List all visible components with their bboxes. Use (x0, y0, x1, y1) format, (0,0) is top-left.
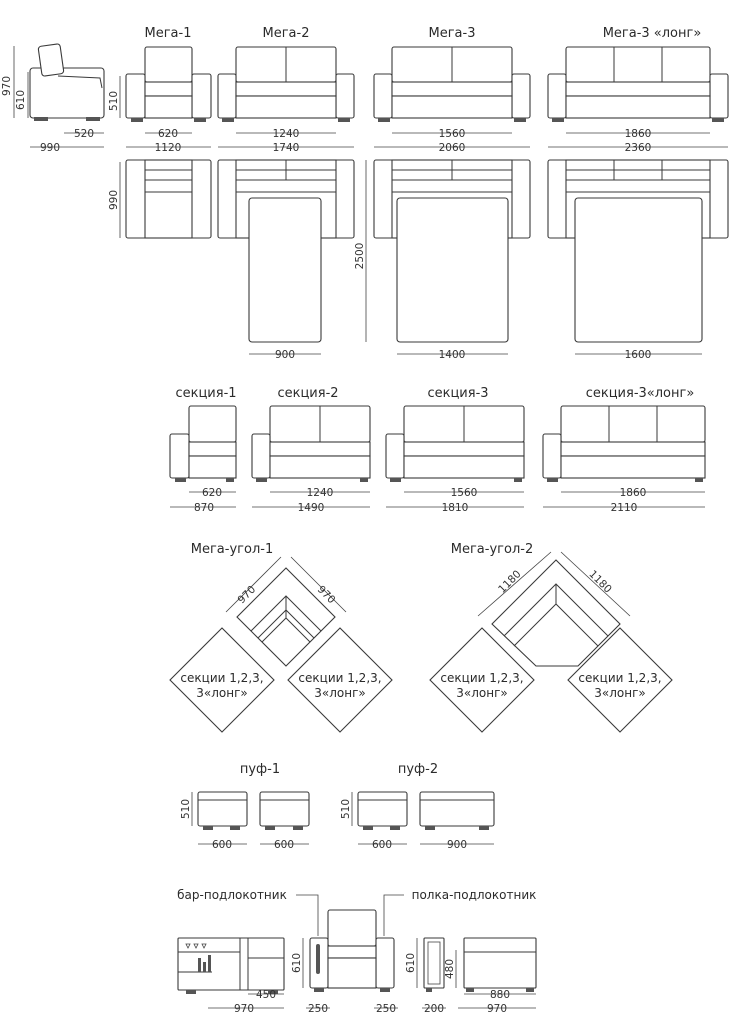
corner-2-left-label-2: 3«лонг» (456, 686, 507, 700)
pouf-2-height: 510 (340, 799, 352, 819)
pouf-1-views (197, 791, 310, 830)
bar-armrest-width-970: 970 (234, 1003, 254, 1015)
mega-3-long-front (547, 46, 729, 122)
title-section-3-long: секция-3«лонг» (586, 386, 695, 401)
side-view-sofa (29, 43, 105, 121)
side-dimension-lines (13, 46, 121, 148)
corner-1-left-label-1: секции 1,2,3, (180, 671, 263, 685)
mega-2-seat-width: 1240 (273, 128, 300, 140)
mega-2-bed-width: 900 (275, 349, 295, 361)
side-height-970: 970 (1, 76, 13, 96)
mega-3-long-seat-width: 1860 (625, 128, 652, 140)
section-3-seat: 1560 (451, 487, 478, 499)
mega-2-total-width: 1740 (273, 142, 300, 154)
title-mega-3: Мега-3 (429, 26, 476, 41)
shelf-armrest-side (423, 937, 537, 992)
depth-990: 990 (108, 190, 120, 210)
corner-2-right-label-1: секции 1,2,3, (578, 671, 661, 685)
section-3-long-front (542, 405, 706, 482)
title-section-1: секция-1 (175, 386, 236, 401)
corner-1-dims (225, 556, 347, 613)
mega-2-front (217, 46, 355, 122)
bar-armrest-width-450: 450 (256, 989, 276, 1001)
mega-3-long-bed (547, 159, 729, 343)
shelf-armrest-height-480: 480 (444, 959, 456, 979)
section-3-long-seat: 1860 (620, 487, 647, 499)
corner-2-right-label-2: 3«лонг» (594, 686, 645, 700)
section-2-seat: 1240 (307, 487, 334, 499)
shelf-armrest-height-610: 610 (405, 953, 417, 973)
corner-1-piece (236, 567, 336, 667)
title-mega-2: Мега-2 (263, 26, 310, 41)
side-depth-990: 990 (40, 142, 60, 154)
mega-1-front (125, 46, 212, 122)
pouf-1-height: 510 (180, 799, 192, 819)
bar-armrest-height: 610 (291, 953, 303, 973)
corner-1-sections (169, 627, 393, 733)
side-height-610: 610 (15, 90, 27, 110)
mega-3-bed-width: 1400 (439, 349, 466, 361)
section-3-total: 1810 (442, 502, 469, 514)
armrest-dimension-lines (208, 938, 536, 1009)
pouf-2-views (357, 791, 495, 830)
sofa-with-armrests (309, 909, 395, 992)
title-mega-3-long: Мега-3 «лонг» (603, 26, 702, 41)
pouf-1-width-a: 600 (212, 839, 232, 851)
title-pouf-2: пуф-2 (398, 762, 438, 777)
corner-2-dims (477, 551, 631, 617)
mega-3-front (373, 46, 531, 122)
shelf-armrest-width-200: 200 (424, 1003, 444, 1015)
shelf-armrest-width-250: 250 (376, 1003, 396, 1015)
section-2-front (251, 405, 371, 482)
title-pouf-1: пуф-1 (240, 762, 280, 777)
section-2-total: 1490 (298, 502, 325, 514)
pouf-1-width-b: 600 (274, 839, 294, 851)
section-1-total: 870 (194, 502, 214, 514)
title-section-3: секция-3 (427, 386, 488, 401)
mega-1-top (125, 159, 212, 239)
corner-1-left-label-2: 3«лонг» (196, 686, 247, 700)
pouf-dimension-lines (191, 792, 494, 845)
pouf-2-width-b: 900 (447, 839, 467, 851)
pouf-2-width-a: 600 (372, 839, 392, 851)
corner-2-sections (429, 627, 673, 733)
section-dimension-lines (170, 491, 705, 508)
section-1-front (169, 405, 237, 482)
bar-armrest-width-250: 250 (308, 1003, 328, 1015)
title-mega-1: Мега-1 (145, 26, 192, 41)
title-shelf-armrest: полка-подлокотник (412, 888, 537, 902)
corner-2-dim-b: 1180 (586, 568, 613, 595)
mega-3-seat-width: 1560 (439, 128, 466, 140)
side-depth-520: 520 (74, 128, 94, 140)
corner-2-dim-a: 1180 (496, 568, 523, 595)
bed-length-2500: 2500 (354, 243, 366, 270)
mega-2-bed (217, 159, 355, 343)
side-height-510: 510 (108, 91, 120, 111)
mega-3-bed (373, 159, 531, 343)
bed-dimension-lines (249, 160, 702, 355)
mega-3-long-bed-width: 1600 (625, 349, 652, 361)
title-section-2: секция-2 (277, 386, 338, 401)
corner-2-left-label-1: секции 1,2,3, (440, 671, 523, 685)
corner-1-right-label-1: секции 1,2,3, (298, 671, 381, 685)
mega-3-long-total-width: 2360 (625, 142, 652, 154)
corner-2-piece (491, 559, 621, 667)
mega-1-total-width: 1120 (155, 142, 182, 154)
front-dimension-lines (126, 132, 728, 148)
mega-3-total-width: 2060 (439, 142, 466, 154)
title-corner-1: Мега-угол-1 (191, 542, 273, 557)
title-corner-2: Мега-угол-2 (451, 542, 533, 557)
shelf-armrest-width-970: 970 (487, 1003, 507, 1015)
corner-1-right-label-2: 3«лонг» (314, 686, 365, 700)
section-3-long-total: 2110 (611, 502, 638, 514)
section-1-seat: 620 (202, 487, 222, 499)
shelf-armrest-width-880: 880 (490, 989, 510, 1001)
mega-1-seat-width: 620 (158, 128, 178, 140)
section-3-front (385, 405, 525, 482)
title-bar-armrest: бар-подлокотник (177, 888, 287, 902)
bar-armrest-open (177, 937, 285, 994)
armrest-leader-lines (296, 894, 404, 936)
